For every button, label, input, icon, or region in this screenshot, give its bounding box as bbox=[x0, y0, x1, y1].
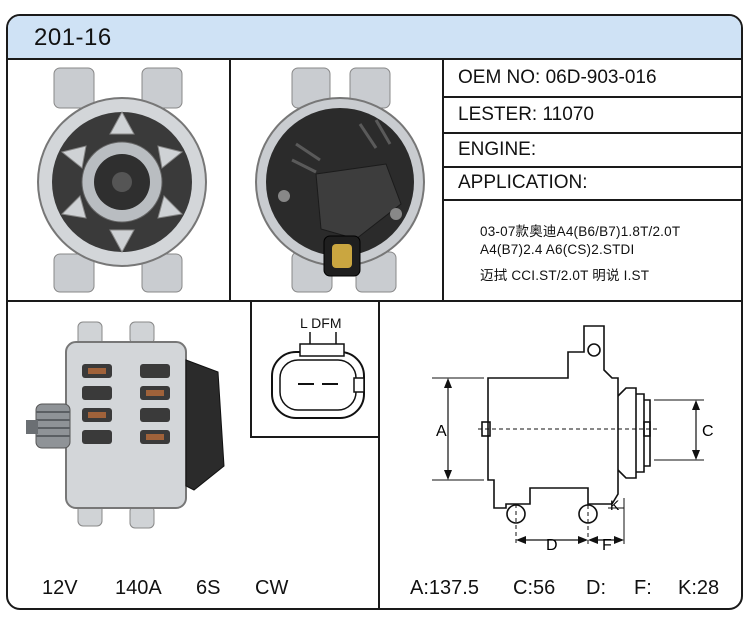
connector-box-bottom bbox=[250, 436, 380, 438]
application-row: APPLICATION: bbox=[458, 172, 588, 193]
part-number-title: 201-16 bbox=[34, 24, 112, 51]
divider-v2 bbox=[442, 58, 444, 300]
divider-spec-3 bbox=[442, 166, 741, 168]
dimension-d-label: D bbox=[546, 537, 558, 554]
alternator-rear-view bbox=[255, 67, 425, 293]
rotation-value: CW bbox=[255, 577, 289, 599]
divider-spec-4 bbox=[442, 199, 741, 201]
header-bar: 201-16 bbox=[8, 16, 741, 60]
alternator-side-view bbox=[26, 321, 225, 529]
alternator-front-view bbox=[37, 67, 207, 293]
dimension-f-value: F: bbox=[634, 577, 652, 599]
connector-box-left bbox=[250, 300, 252, 438]
spec-sheet: 201-16 OEM NO: 06D-903-016 LESTER: 11070… bbox=[6, 14, 743, 610]
voltage-value: 12V bbox=[42, 577, 78, 599]
divider-spec-2 bbox=[442, 132, 741, 134]
dimension-c-value: C:56 bbox=[513, 577, 556, 599]
connector-diagram: L DFM bbox=[271, 315, 365, 419]
dimension-a-value: A:137.5 bbox=[410, 577, 479, 599]
engine-row: ENGINE: bbox=[458, 139, 537, 160]
application-line-3: 迈拭 CCI.ST/2.0T 明说 I.ST bbox=[480, 268, 650, 283]
pulley-value: 6S bbox=[196, 577, 221, 599]
amperage-value: 140A bbox=[115, 577, 162, 599]
divider-h-main bbox=[8, 300, 741, 302]
lester-row: LESTER: 11070 bbox=[458, 104, 594, 125]
application-line-1: 03-07款奥迪A4(B6/B7)1.8T/2.0T bbox=[480, 224, 681, 239]
dimension-drawing: A C D F K bbox=[432, 325, 714, 554]
divider-v3 bbox=[378, 300, 380, 608]
dimension-d-value: D: bbox=[586, 577, 606, 599]
dimension-k-value: K:28 bbox=[678, 577, 720, 599]
dimension-f-label: F bbox=[602, 537, 612, 554]
application-line-2: A4(B7)2.4 A6(CS)2.STDI bbox=[480, 242, 635, 257]
dimension-k-label: K bbox=[610, 497, 620, 513]
divider-v1 bbox=[229, 58, 231, 300]
divider-spec-1 bbox=[442, 96, 741, 98]
dimension-a-label: A bbox=[436, 423, 447, 440]
oem-row: OEM NO: 06D-903-016 bbox=[458, 67, 657, 88]
connector-label: L DFM bbox=[300, 315, 341, 331]
dimension-c-label: C bbox=[702, 423, 714, 440]
